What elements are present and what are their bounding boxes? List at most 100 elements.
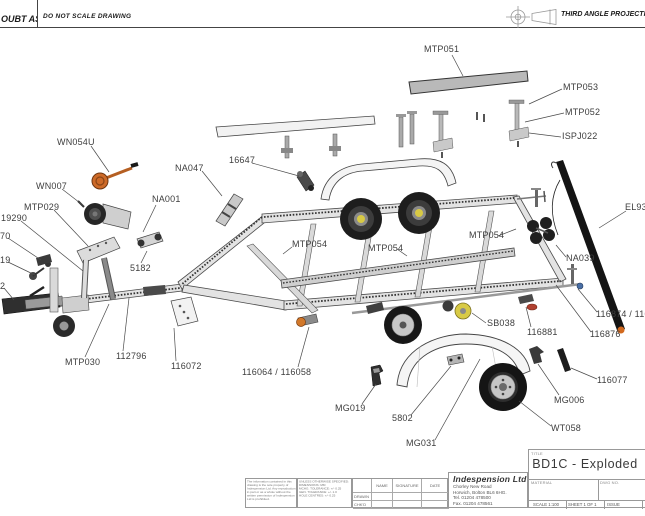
- leader-line: [434, 358, 481, 441]
- stanchion-posts: [432, 99, 530, 158]
- part-label-mg019: MG019: [335, 403, 366, 413]
- part-label-el930: EL930: [625, 202, 645, 212]
- leader-lines: [3, 54, 627, 441]
- part-label-116876: 116876: [590, 329, 621, 339]
- leader-line: [537, 363, 560, 396]
- part-label-mtp052: MTP052: [565, 107, 601, 117]
- leader-line: [570, 367, 598, 380]
- leader-line: [497, 228, 517, 237]
- part-label-116064-116058: 116064 / 116058: [242, 367, 312, 377]
- strip-116077: [557, 348, 571, 372]
- leader-line: [140, 250, 148, 264]
- leader-line: [173, 327, 177, 362]
- company-name: Indespension Ltd: [453, 474, 527, 484]
- part-label-116881: 116881: [527, 327, 558, 337]
- dwg-no-label: DWG NO.: [600, 480, 620, 485]
- company-address1: Chorley New Road: [453, 484, 492, 489]
- leader-line: [297, 326, 310, 368]
- part-label-5802: 5802: [392, 413, 413, 423]
- part-label-112796: 112796: [116, 351, 147, 361]
- bracket-mg006: [529, 346, 544, 364]
- part-label-wn054u: WN054U: [57, 137, 95, 147]
- bunk-plank-second: [215, 115, 376, 138]
- part-label-mtp053: MTP053: [563, 82, 599, 92]
- road-wheel-wt058: [479, 363, 527, 411]
- leader-line: [577, 288, 598, 313]
- part-label-19290: 19290: [1, 213, 28, 223]
- leader-line: [142, 204, 157, 233]
- part-label-mtp051: MTP051: [424, 44, 460, 54]
- sign-col-date: DATE: [422, 479, 449, 493]
- bracket-na047: [215, 193, 244, 227]
- leader-line: [122, 297, 130, 352]
- part-label-mg031: MG031: [406, 438, 437, 448]
- issue-label: ISSUE: [607, 502, 620, 507]
- doubt-ask-text: OUBT ASK: [1, 14, 37, 24]
- part-label-mtp030: MTP030: [65, 357, 101, 367]
- sign-cell-blank: [353, 479, 372, 493]
- mudguard: [396, 333, 531, 388]
- spare-wheel: [384, 306, 422, 344]
- part-label-mtp054: MTP054: [292, 239, 328, 249]
- sign-row-drawn: DRAWN: [353, 493, 372, 501]
- part-label-mtp054: MTP054: [368, 243, 404, 253]
- material-cell: MATERIAL: [529, 479, 599, 501]
- spec-text: UNLESS OTHERWISE SPECIFIED: DIMENSIONS: …: [299, 480, 349, 498]
- leader-line: [20, 220, 84, 272]
- leader-line: [251, 162, 300, 177]
- part-label-2: 2: [0, 281, 6, 291]
- part-label-wn007: WN007: [36, 181, 68, 191]
- company-fax: Fax. 01204 478561: [453, 500, 493, 506]
- leader-line: [53, 209, 89, 247]
- part-label-19: 19: [0, 255, 11, 265]
- leader-line: [282, 246, 293, 255]
- leader-line: [524, 112, 565, 123]
- leader-line: [598, 210, 627, 229]
- leader-line: [201, 170, 223, 197]
- part-label-116874-116: 116874 / 116: [596, 309, 645, 319]
- lighting-board: [556, 160, 625, 333]
- bottom-parts: [370, 333, 571, 411]
- leader-line: [555, 244, 567, 258]
- part-label-5182: 5182: [130, 263, 151, 273]
- front-end-parts: [1, 162, 199, 337]
- jockey-tube: [49, 267, 59, 313]
- leader-line: [555, 284, 592, 333]
- part-label-16647: 16647: [229, 155, 256, 165]
- leader-line: [410, 365, 452, 416]
- drawing-title: BD1C - Exploded: [532, 457, 638, 471]
- part-label-70: 70: [0, 231, 11, 241]
- part-label-mg006: MG006: [554, 395, 585, 405]
- axle-assembly: [351, 282, 584, 320]
- leader-line: [84, 303, 110, 358]
- leader-line: [528, 88, 563, 105]
- part-label-ispj022: ISPJ022: [562, 131, 598, 141]
- leader-line: [361, 383, 377, 405]
- bunk-board: [280, 247, 516, 289]
- sheet-text: SHEET 1 OF 1: [568, 502, 597, 507]
- title-label: TITLE: [531, 451, 543, 456]
- leader-line: [451, 54, 464, 77]
- scale-text: SCALE 1:100: [533, 502, 560, 507]
- disclaimer-box: The information contained in this drawin…: [245, 478, 297, 508]
- leader-line: [90, 145, 110, 173]
- part-label-na039: NA039: [566, 253, 595, 263]
- part-label-na001: NA001: [152, 194, 181, 204]
- third-angle-text: THIRD ANGLE PROJECTION: [561, 11, 645, 18]
- leader-line: [61, 188, 85, 207]
- part-label-116077: 116077: [597, 375, 628, 385]
- title-info-block: TITLE BD1C - Exploded MATERIAL DWG NO.: [528, 449, 645, 509]
- part-label-na047: NA047: [175, 163, 204, 173]
- winch-post-plate: [76, 236, 121, 264]
- side-rollers-na039: [527, 217, 555, 244]
- leader-line: [3, 287, 15, 301]
- signature-table: NAME SIGNATURE DATE DRAWN CHK'D: [352, 478, 449, 509]
- part-label-sb038: SB038: [487, 318, 516, 328]
- sign-col-name: NAME: [372, 479, 393, 493]
- part-label-116072: 116072: [171, 361, 202, 371]
- leader-line: [7, 261, 36, 276]
- if-in-doubt-ask-box: OUBT ASK: [0, 0, 38, 27]
